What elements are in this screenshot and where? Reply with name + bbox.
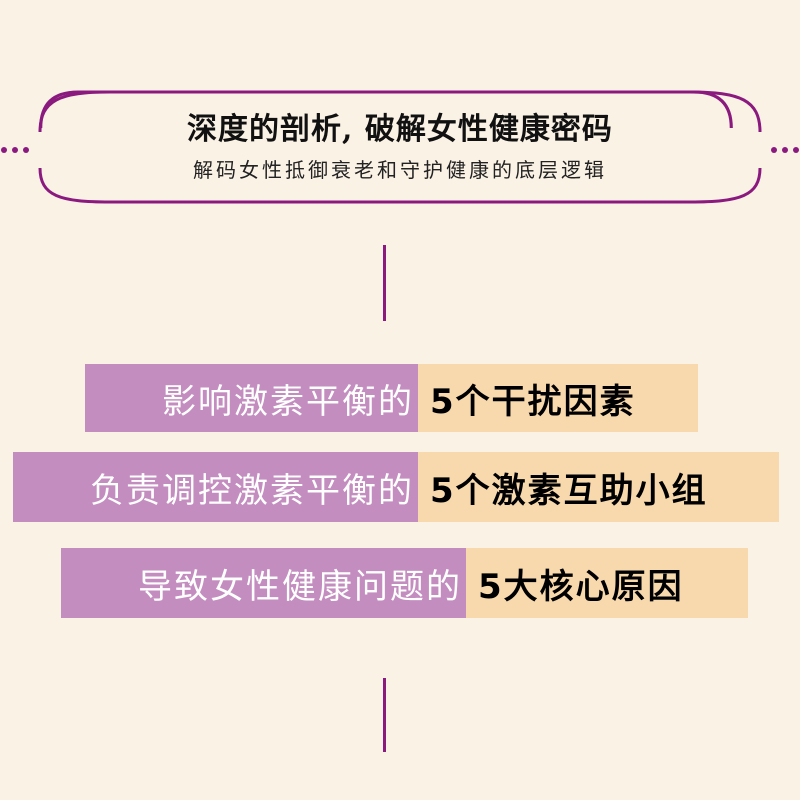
row-interference-factors: 影响激素平衡的 5个干扰因素 (85, 364, 698, 432)
row-hormone-groups: 负责调控激素平衡的 5个激素互助小组 (13, 452, 779, 522)
row-label: 影响激素平衡的 (85, 364, 418, 432)
row-core-causes: 导致女性健康问题的 5大核心原因 (61, 548, 748, 618)
dots-left (1, 147, 29, 153)
title-frame (1, 90, 799, 204)
subtitle: 解码女性抵御衰老和守护健康的底层逻辑 (193, 158, 607, 182)
divider-line-bottom (383, 678, 386, 752)
dots-right (771, 147, 799, 153)
row-highlight: 5个激素互助小组 (418, 452, 779, 522)
row-label: 导致女性健康问题的 (61, 548, 466, 618)
row-highlight: 5个干扰因素 (418, 364, 698, 432)
divider-line-top (383, 245, 386, 321)
row-highlight: 5大核心原因 (466, 548, 748, 618)
row-label: 负责调控激素平衡的 (13, 452, 418, 522)
main-title: 深度的剖析, 破解女性健康密码 (187, 112, 613, 147)
